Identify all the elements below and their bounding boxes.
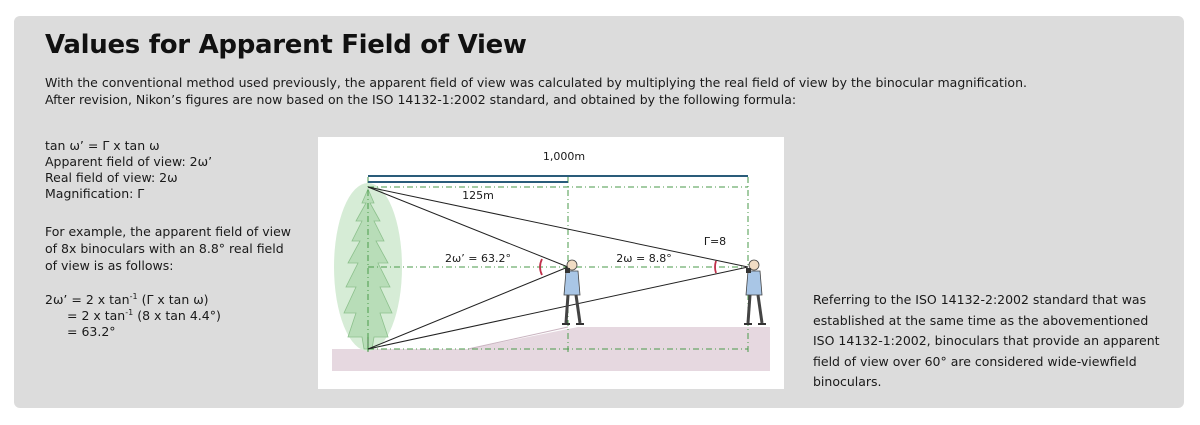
calc-text: 2ω’ = 2 x tan <box>45 292 130 307</box>
intro-paragraph: With the conventional method used previo… <box>45 74 1027 108</box>
far-sight-line-top <box>367 186 749 268</box>
formula-block: tan ω’ = Γ x tan ω Apparent field of vie… <box>45 138 212 202</box>
calc-text: (8 x tan 4.4°) <box>133 308 221 323</box>
calc-superscript: -1 <box>129 291 138 301</box>
calc-superscript: -1 <box>125 307 134 317</box>
calc-line-1: 2ω’ = 2 x tan-1 (Γ x tan ω) <box>45 292 221 308</box>
near-sight-line-top <box>367 186 569 268</box>
calc-line-3: = 63.2° <box>67 324 116 339</box>
ground-area <box>332 327 770 349</box>
calc-line-2: = 2 x tan-1 (8 x tan 4.4°) <box>45 308 221 324</box>
near-sight-line-bottom <box>367 266 569 350</box>
example-paragraph: For example, the apparent field of view … <box>45 223 291 274</box>
field-of-view-diagram: 1,000m 125m 2ω’ = 63.2° 2ω = 8.8° Γ=8 <box>318 137 784 389</box>
note-line: field of view over 60° are considered wi… <box>813 353 1137 369</box>
standard-note: Referring to the ISO 14132-2:2002 standa… <box>813 290 1173 393</box>
ground-slope <box>467 326 569 350</box>
formula-line: Apparent field of view: 2ω’ <box>45 154 213 169</box>
near-observer-figure <box>562 259 584 325</box>
total-distance-label: 1,000m <box>543 150 585 163</box>
calculation-block: 2ω’ = 2 x tan-1 (Γ x tan ω) = 2 x tan-1 … <box>45 292 221 340</box>
real-angle-mark <box>714 260 717 274</box>
note-line: ISO 14132-1:2002, binoculars that provid… <box>813 333 1160 348</box>
formula-line: tan ω’ = Γ x tan ω <box>45 138 160 153</box>
example-line: of 8x binoculars with an 8.8° real field <box>45 241 284 256</box>
example-line: For example, the apparent field of view <box>45 224 292 239</box>
calc-text: (Γ x tan ω) <box>137 292 209 307</box>
near-distance-label: 125m <box>462 189 494 202</box>
far-observer-figure <box>744 259 766 325</box>
calc-text: = 2 x tan <box>67 308 126 323</box>
apparent-angle-label: 2ω’ = 63.2° <box>445 252 511 265</box>
apparent-angle-mark <box>539 258 543 276</box>
formula-line: Real field of view: 2ω <box>45 170 178 185</box>
formula-line: Magnification: Γ <box>45 186 145 201</box>
note-line: established at the same time as the abov… <box>813 312 1149 328</box>
intro-line: With the conventional method used previo… <box>45 75 1027 90</box>
intro-line: After revision, Nikon’s figures are now … <box>45 92 797 107</box>
far-sight-line-bottom <box>367 266 749 350</box>
ground-strip <box>332 349 770 371</box>
diagram-svg: 1,000m 125m 2ω’ = 63.2° 2ω = 8.8° Γ=8 <box>332 150 770 371</box>
example-line: of view is as follows: <box>45 258 174 273</box>
magnification-label: Γ=8 <box>704 235 726 248</box>
real-angle-label: 2ω = 8.8° <box>616 252 671 265</box>
note-line: binoculars. <box>813 374 882 389</box>
note-line: Referring to the ISO 14132-2:2002 standa… <box>813 292 1147 307</box>
page-title: Values for Apparent Field of View <box>45 30 527 60</box>
